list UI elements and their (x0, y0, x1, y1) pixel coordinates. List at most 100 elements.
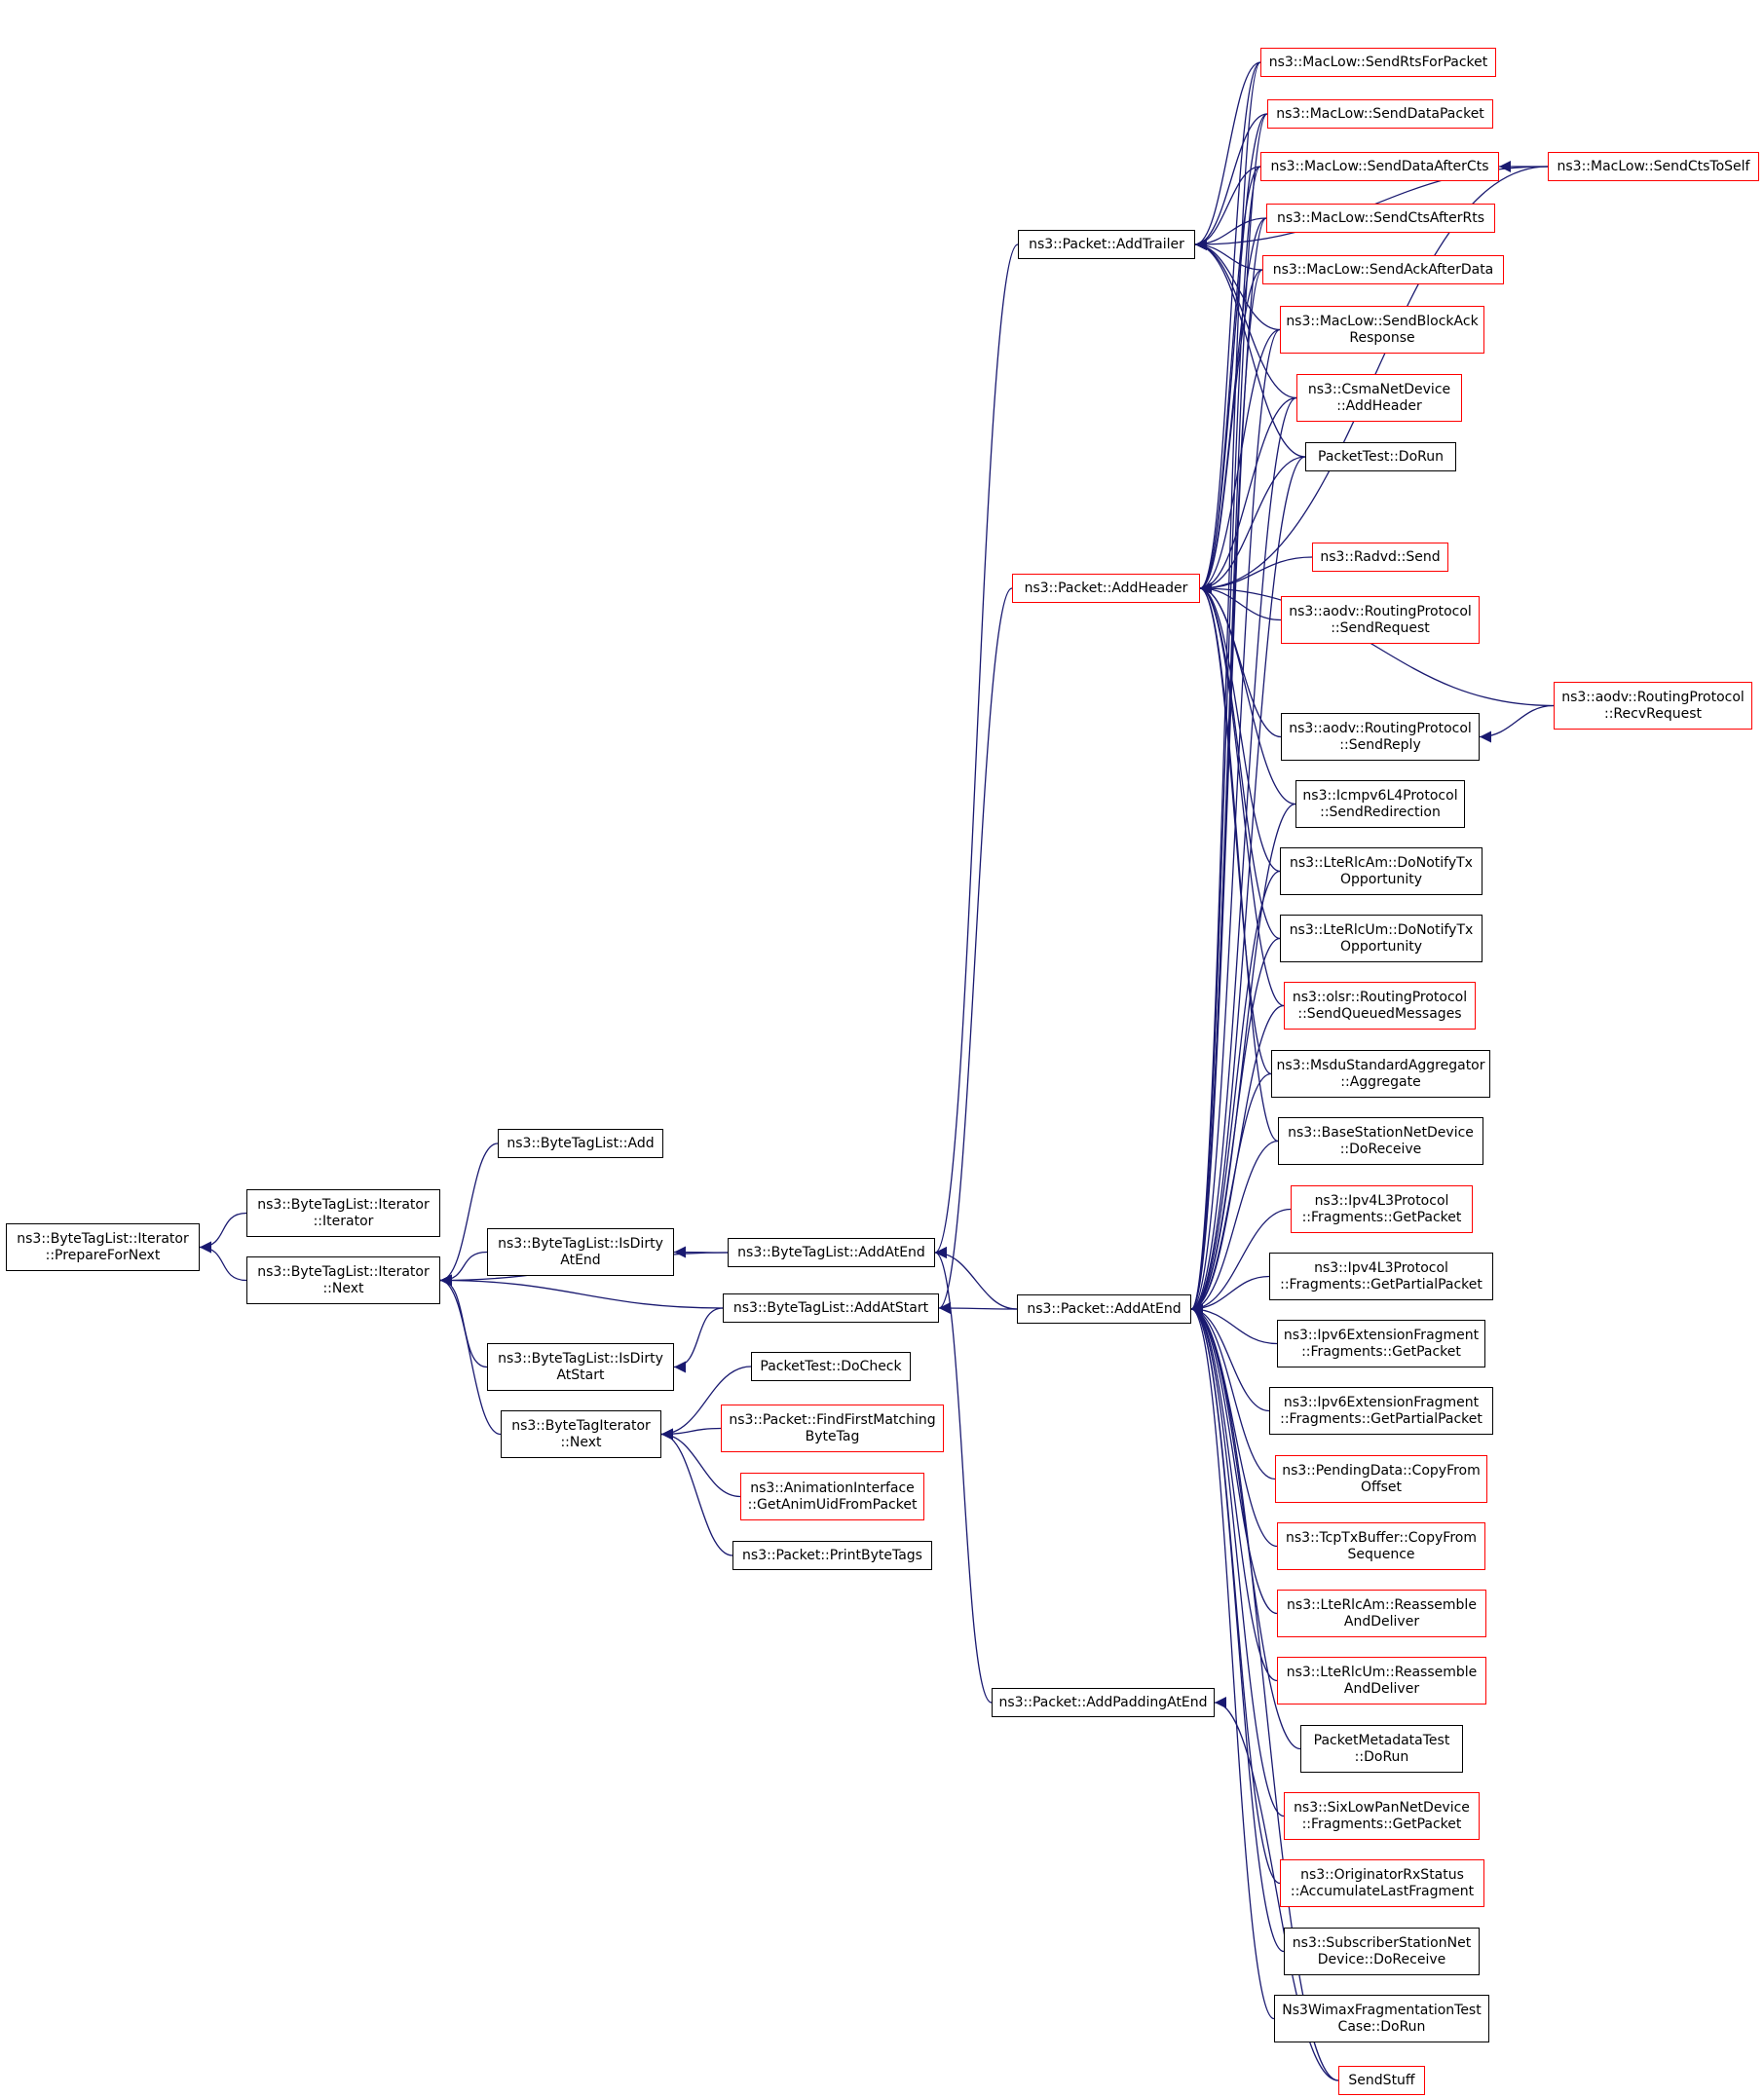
node-tcptxbuffer-copyfromsequence[interactable]: ns3::TcpTxBuffer::CopyFrom Sequence (1277, 1522, 1485, 1570)
node-aodv-sendreply[interactable]: ns3::aodv::RoutingProtocol ::SendReply (1281, 713, 1480, 761)
call-edge (1479, 704, 1555, 743)
call-edge (1199, 269, 1263, 594)
node-packet-addpaddingatend[interactable]: ns3::Packet::AddPaddingAtEnd (992, 1688, 1215, 1717)
node-maclow-sendrtsforpacket[interactable]: ns3::MacLow::SendRtsForPacket (1260, 48, 1496, 77)
call-edge (439, 1251, 488, 1287)
call-edge (1190, 1208, 1292, 1315)
call-edge (1199, 166, 1261, 594)
call-edge (199, 1241, 247, 1282)
call-edge (1190, 396, 1297, 1315)
call-edge (1190, 456, 1306, 1315)
node-bytetaglist-addatstart[interactable]: ns3::ByteTagList::AddAtStart (723, 1293, 939, 1323)
node-ipv4-fragments-getpartialpacket[interactable]: ns3::Ipv4L3Protocol ::Fragments::GetPart… (1269, 1253, 1493, 1300)
node-bytetaglist-add[interactable]: ns3::ByteTagList::Add (498, 1129, 663, 1158)
call-edge (1194, 239, 1297, 399)
node-ltercum-donotifytx[interactable]: ns3::LteRlcUm::DoNotifyTx Opportunity (1280, 915, 1483, 962)
node-bytetaglist-isdirty-atstart[interactable]: ns3::ByteTagList::IsDirty AtStart (487, 1343, 674, 1391)
call-edge (1199, 556, 1313, 594)
node-aodv-sendrequest[interactable]: ns3::aodv::RoutingProtocol ::SendRequest (1281, 596, 1480, 644)
call-edge (660, 1428, 733, 1556)
call-edge (1199, 582, 1279, 1143)
node-printbytetags[interactable]: ns3::Packet::PrintByteTags (732, 1541, 932, 1570)
call-edge (1194, 239, 1306, 458)
node-getanimuidfrompacket[interactable]: ns3::AnimationInterface ::GetAnimUidFrom… (740, 1473, 924, 1520)
call-edge (1199, 582, 1285, 1007)
call-edge (439, 1274, 724, 1309)
node-sendstuff[interactable]: SendStuff (1338, 2066, 1425, 2095)
call-edge (934, 244, 1019, 1258)
call-edge (1190, 1303, 1285, 1817)
node-subscriberstationnetdevice-doreceive[interactable]: ns3::SubscriberStationNet Device::DoRece… (1284, 1928, 1480, 1975)
node-basestationnetdevice-doreceive[interactable]: ns3::BaseStationNetDevice ::DoReceive (1278, 1117, 1483, 1165)
node-olsr-sendqueuedmessages[interactable]: ns3::olsr::RoutingProtocol ::SendQueuedM… (1284, 982, 1476, 1030)
call-edge (1190, 937, 1281, 1315)
node-ipv6-fragments-getpacket[interactable]: ns3::Ipv6ExtensionFragment ::Fragments::… (1277, 1320, 1485, 1367)
call-edge (1190, 1140, 1279, 1315)
node-packettest-dorun[interactable]: PacketTest::DoRun (1305, 442, 1456, 471)
node-ipv4-fragments-getpacket[interactable]: ns3::Ipv4L3Protocol ::Fragments::GetPack… (1291, 1185, 1473, 1233)
call-edge (1199, 582, 1555, 707)
call-edge (439, 1274, 502, 1436)
node-iterator-next[interactable]: ns3::ByteTagList::Iterator ::Next (246, 1256, 440, 1304)
node-ltercum-reassembleanddeliver[interactable]: ns3::LteRlcUm::Reassemble AndDeliver (1277, 1657, 1486, 1705)
call-edge (660, 1427, 722, 1441)
node-maclow-sendctsafterrts[interactable]: ns3::MacLow::SendCtsAfterRts (1266, 204, 1495, 233)
node-ltercam-reassembleanddeliver[interactable]: ns3::LteRlcAm::Reassemble AndDeliver (1277, 1590, 1486, 1637)
node-packet-addheader[interactable]: ns3::Packet::AddHeader (1012, 574, 1200, 603)
node-findfirstmatching-bytetag[interactable]: ns3::Packet::FindFirstMatching ByteTag (721, 1405, 944, 1452)
call-edge (1190, 1303, 1285, 1953)
call-edge (1190, 1303, 1278, 1548)
call-edge (1199, 396, 1297, 594)
node-msdustandardaggregator-aggregate[interactable]: ns3::MsduStandardAggregator ::Aggregate (1271, 1050, 1490, 1098)
call-edge (673, 1307, 724, 1373)
call-edge (1194, 61, 1261, 250)
node-pendingdata-copyfromoffset[interactable]: ns3::PendingData::CopyFrom Offset (1275, 1455, 1487, 1503)
node-sixlowpan-fragments-getpacket[interactable]: ns3::SixLowPanNetDevice ::Fragments::Get… (1284, 1792, 1480, 1840)
call-edge (1199, 61, 1261, 594)
node-radvd-send[interactable]: ns3::Radvd::Send (1312, 543, 1448, 572)
node-ipv6-fragments-getpartialpacket[interactable]: ns3::Ipv6ExtensionFragment ::Fragments::… (1269, 1387, 1493, 1435)
node-csmanetdevice-addheader[interactable]: ns3::CsmaNetDevice ::AddHeader (1296, 374, 1462, 422)
node-bytetaglist-addatend[interactable]: ns3::ByteTagList::AddAtEnd (728, 1238, 935, 1267)
call-edge (1190, 166, 1261, 1315)
node-maclow-sendackafterdata[interactable]: ns3::MacLow::SendAckAfterData (1262, 255, 1504, 284)
node-packet-addtrailer[interactable]: ns3::Packet::AddTrailer (1018, 230, 1195, 259)
call-edge (938, 1302, 1018, 1315)
call-edge (1190, 1303, 1281, 1885)
node-packettest-docheck[interactable]: PacketTest::DoCheck (751, 1352, 911, 1381)
call-edge (1190, 1303, 1276, 1480)
call-edge (934, 1247, 1018, 1310)
call-edge (1190, 1303, 1278, 1615)
call-edge (1190, 61, 1261, 1315)
call-edge (1190, 328, 1281, 1315)
call-edge (660, 1366, 752, 1441)
node-ltercam-donotifytx[interactable]: ns3::LteRlcAm::DoNotifyTx Opportunity (1280, 847, 1483, 895)
node-prepare-for-next: ns3::ByteTagList::Iterator ::PrepareForN… (6, 1223, 200, 1271)
call-edge (199, 1212, 247, 1254)
node-icmpv6-sendredirection[interactable]: ns3::Icmpv6L4Protocol ::SendRedirection (1295, 780, 1465, 828)
call-edge (1214, 1697, 1339, 2081)
node-bytetagiterator-next[interactable]: ns3::ByteTagIterator ::Next (501, 1410, 661, 1458)
node-maclow-sendctstoself[interactable]: ns3::MacLow::SendCtsToSelf (1548, 152, 1759, 181)
call-edge (1190, 870, 1281, 1315)
node-wimaxfragmentationtest-dorun[interactable]: Ns3WimaxFragmentationTest Case::DoRun (1274, 1995, 1489, 2042)
call-edge (934, 1247, 993, 1704)
call-edge (673, 1246, 729, 1258)
node-maclow-sendblockackresponse[interactable]: ns3::MacLow::SendBlockAck Response (1280, 306, 1484, 354)
node-originatorrxstatus-accumulatelastfragment[interactable]: ns3::OriginatorRxStatus ::AccumulateLast… (1280, 1859, 1484, 1907)
node-iterator-ctor[interactable]: ns3::ByteTagList::Iterator ::Iterator (246, 1189, 440, 1237)
node-packetmetadatatest-dorun[interactable]: PacketMetadataTest ::DoRun (1300, 1725, 1463, 1773)
call-edge (1190, 1072, 1272, 1315)
node-maclow-senddatapacket[interactable]: ns3::MacLow::SendDataPacket (1267, 99, 1493, 129)
call-edge (1199, 328, 1281, 594)
call-edge (1199, 582, 1296, 805)
node-packet-addatend[interactable]: ns3::Packet::AddAtEnd (1017, 1294, 1191, 1324)
call-edge (1190, 1303, 1278, 1682)
node-aodv-recvrequest[interactable]: ns3::aodv::RoutingProtocol ::RecvRequest (1554, 682, 1752, 730)
call-edge (1190, 269, 1263, 1315)
node-maclow-senddataaftercts[interactable]: ns3::MacLow::SendDataAfterCts (1260, 152, 1499, 181)
node-bytetaglist-isdirty-atend[interactable]: ns3::ByteTagList::IsDirty AtEnd (487, 1228, 674, 1276)
call-edge (1190, 1303, 1275, 2020)
